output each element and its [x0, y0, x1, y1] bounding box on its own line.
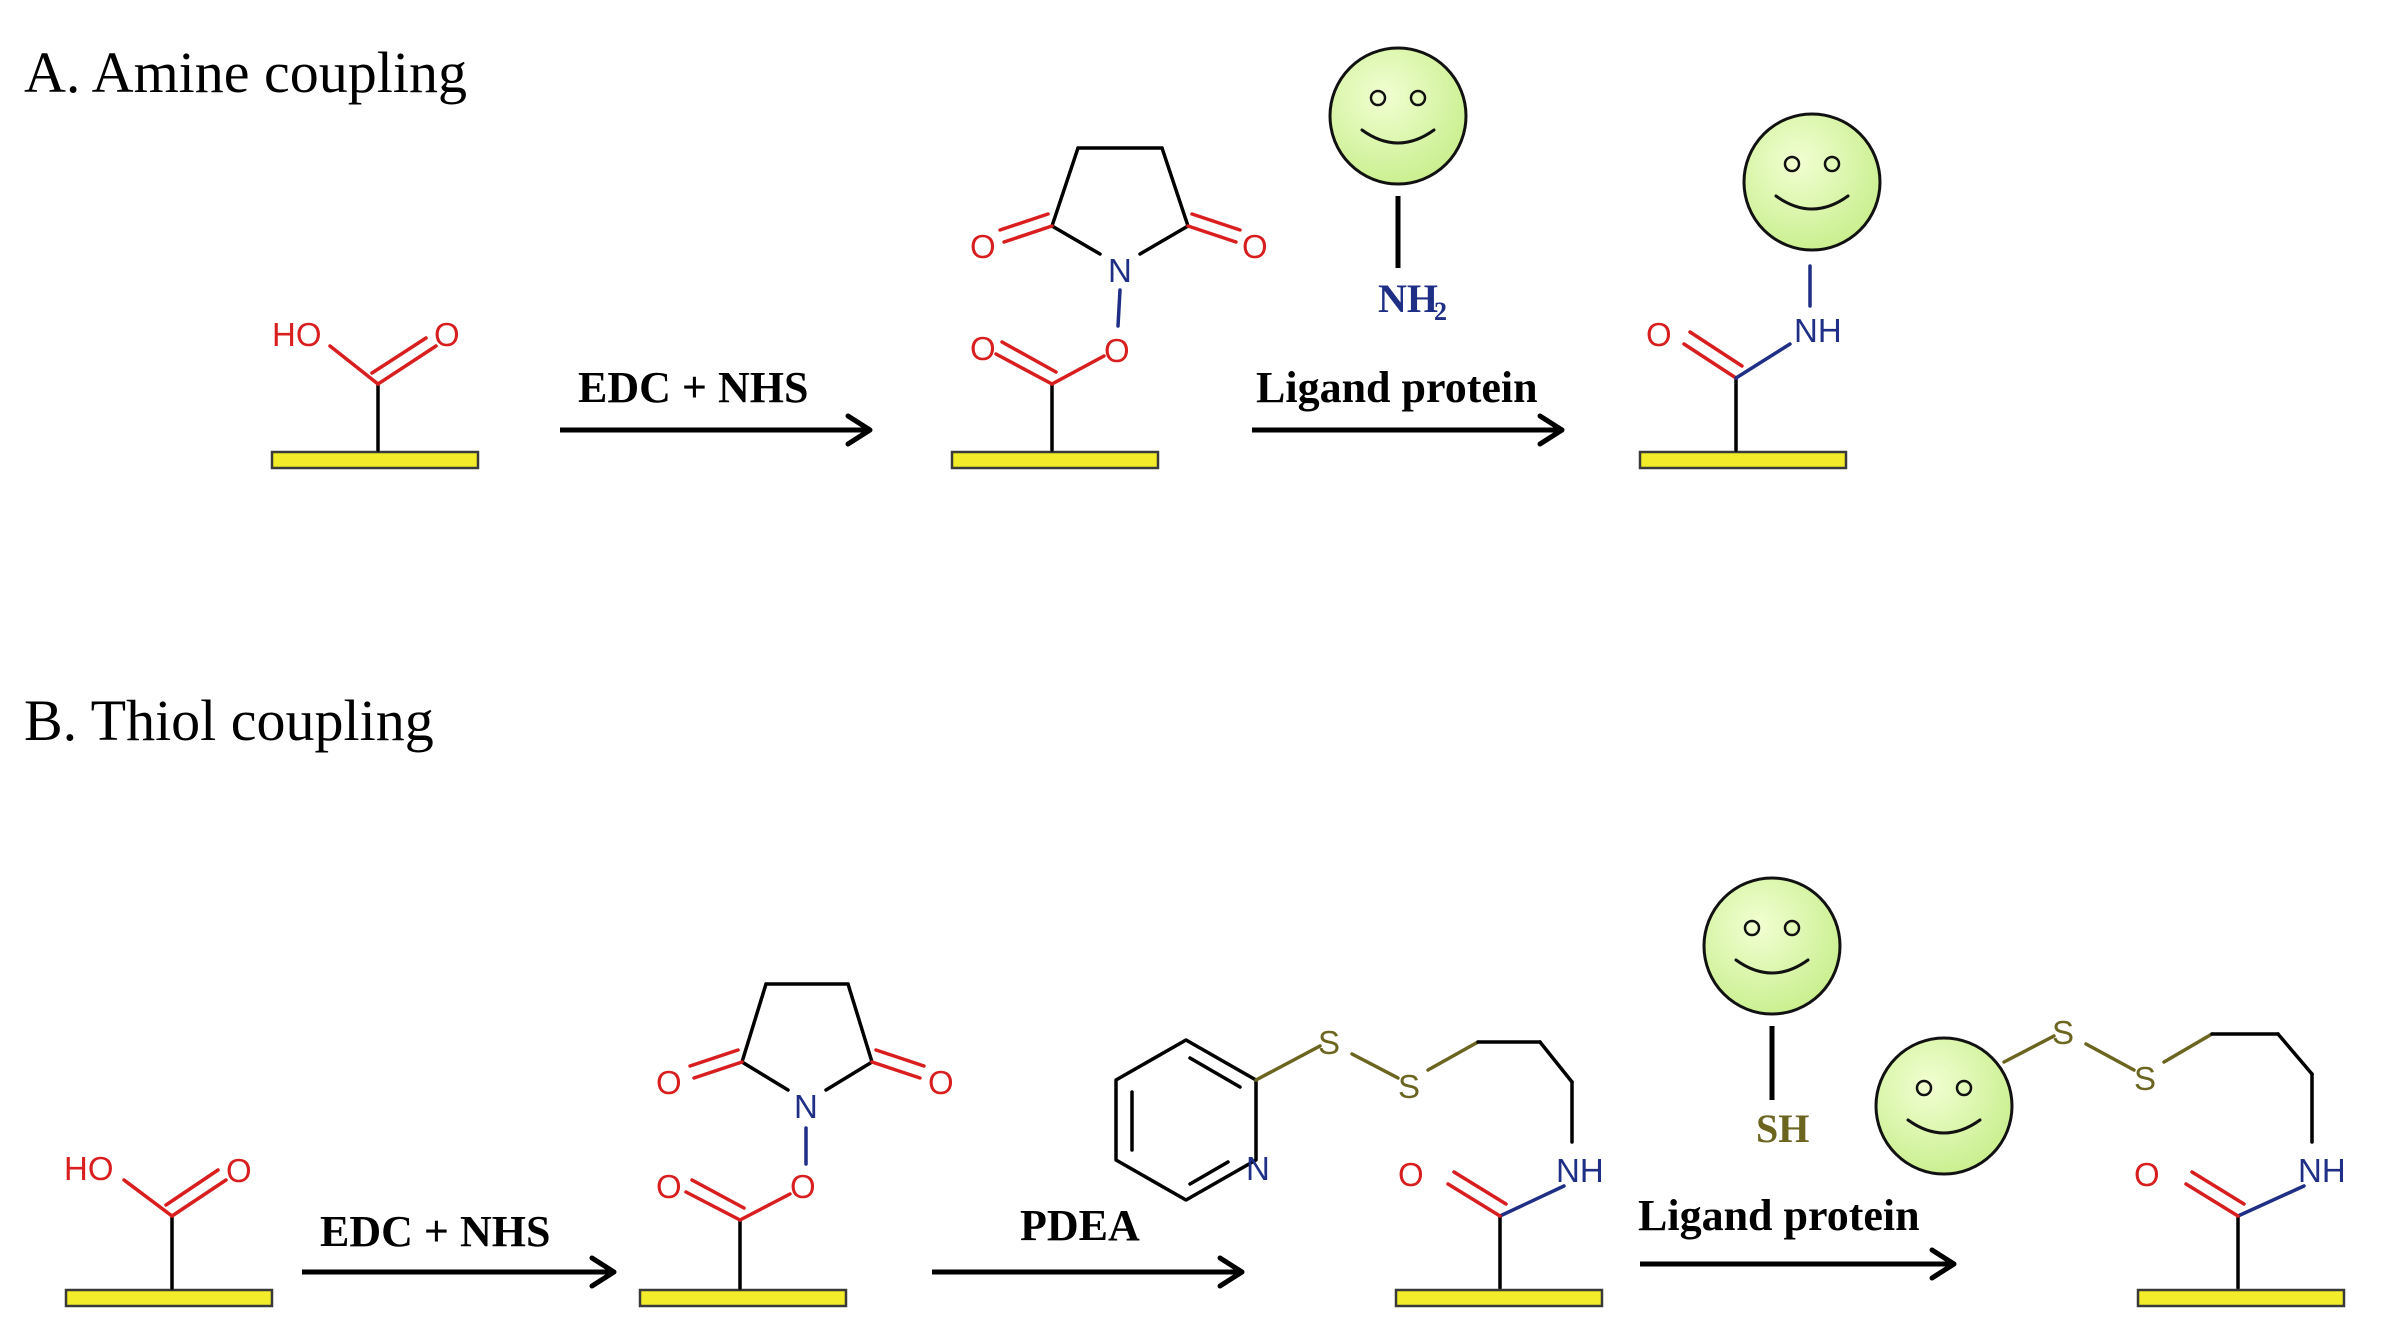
thiol-label: SH	[1756, 1106, 1809, 1151]
smiley-face-icon	[1874, 1036, 2014, 1176]
ester-carbonyl-o-label: O	[970, 330, 996, 367]
ring-oxygen-right-label: O	[1242, 228, 1268, 265]
b-reagent-pdea: PDEA	[1020, 1201, 1140, 1250]
amide-oxygen-label: O	[2134, 1156, 2160, 1193]
ring-oxygen-left-label: O	[970, 228, 996, 265]
hydroxyl-label: HO	[64, 1150, 114, 1187]
amide-nh-label: NH	[1556, 1152, 1604, 1189]
b-arrow-3: Ligand protein	[1638, 1191, 1957, 1281]
sulfur-1-label: S	[1318, 1024, 1340, 1061]
ester-oxygen-label: O	[790, 1168, 816, 1205]
a-nhs-ester: O O N O O	[950, 146, 1268, 470]
nhs-nitrogen-label: N	[794, 1088, 818, 1125]
smiley-face-icon	[1742, 112, 1882, 252]
a-amide-product: O NH	[1638, 112, 1882, 470]
smiley-face-icon	[1702, 876, 1842, 1016]
ring-oxygen-left-label: O	[656, 1064, 682, 1101]
gold-surface	[950, 450, 1160, 470]
a-reagent-ligand-protein: Ligand protein	[1256, 363, 1538, 412]
b-arrow-1: EDC + NHS	[302, 1207, 617, 1289]
amine-label: NH	[1378, 276, 1438, 321]
amine-subscript: 2	[1434, 297, 1447, 326]
ester-carbonyl-o-label: O	[656, 1168, 682, 1205]
b-ligand-thiol: SH	[1702, 876, 1842, 1151]
b-nhs-ester: O O N O O	[638, 982, 954, 1308]
ring-oxygen-right-label: O	[928, 1064, 954, 1101]
carbonyl-oxygen-label: O	[226, 1152, 252, 1189]
amide-oxygen-label: O	[1398, 1156, 1424, 1193]
amide-nh-label: NH	[1794, 312, 1842, 349]
sulfur-2-label: S	[2134, 1060, 2156, 1097]
ester-oxygen-label: O	[1104, 332, 1130, 369]
b-carboxyl-surface: HO O	[64, 1150, 274, 1308]
nhs-nitrogen-label: N	[1108, 252, 1132, 289]
section-a-title: A. Amine coupling	[24, 40, 467, 105]
gold-surface	[1394, 1288, 1604, 1308]
b-reagent-ligand-protein: Ligand protein	[1638, 1191, 1920, 1240]
gold-surface	[1638, 450, 1848, 470]
carbonyl-oxygen-label: O	[434, 316, 460, 353]
amide-oxygen-label: O	[1646, 316, 1672, 353]
gold-surface	[64, 1288, 274, 1308]
a-arrow-2: Ligand protein	[1252, 363, 1565, 447]
pyridine-nitrogen-label: N	[1246, 1150, 1270, 1187]
b-reagent-edc-nhs: EDC + NHS	[320, 1207, 550, 1256]
b-arrow-2: PDEA	[932, 1201, 1245, 1289]
a-ligand-amine: NH 2	[1328, 46, 1468, 326]
a-reagent-edc-nhs: EDC + NHS	[578, 363, 808, 412]
hydroxyl-label: HO	[272, 316, 322, 353]
a-arrow-1: EDC + NHS	[560, 363, 873, 447]
amide-nh-label: NH	[2298, 1152, 2346, 1189]
gold-surface	[2136, 1288, 2346, 1308]
a-carboxyl-surface: HO O	[270, 316, 480, 470]
b-disulfide-product: S S NH O	[1874, 1014, 2346, 1308]
section-b-title: B. Thiol coupling	[24, 688, 434, 753]
b-pyridyl-disulfide: N S S NH O	[1114, 1024, 1604, 1308]
smiley-face-icon	[1328, 46, 1468, 186]
gold-surface	[638, 1288, 848, 1308]
sulfur-2-label: S	[1398, 1068, 1420, 1105]
gold-surface	[270, 450, 480, 470]
sulfur-1-label: S	[2052, 1014, 2074, 1051]
